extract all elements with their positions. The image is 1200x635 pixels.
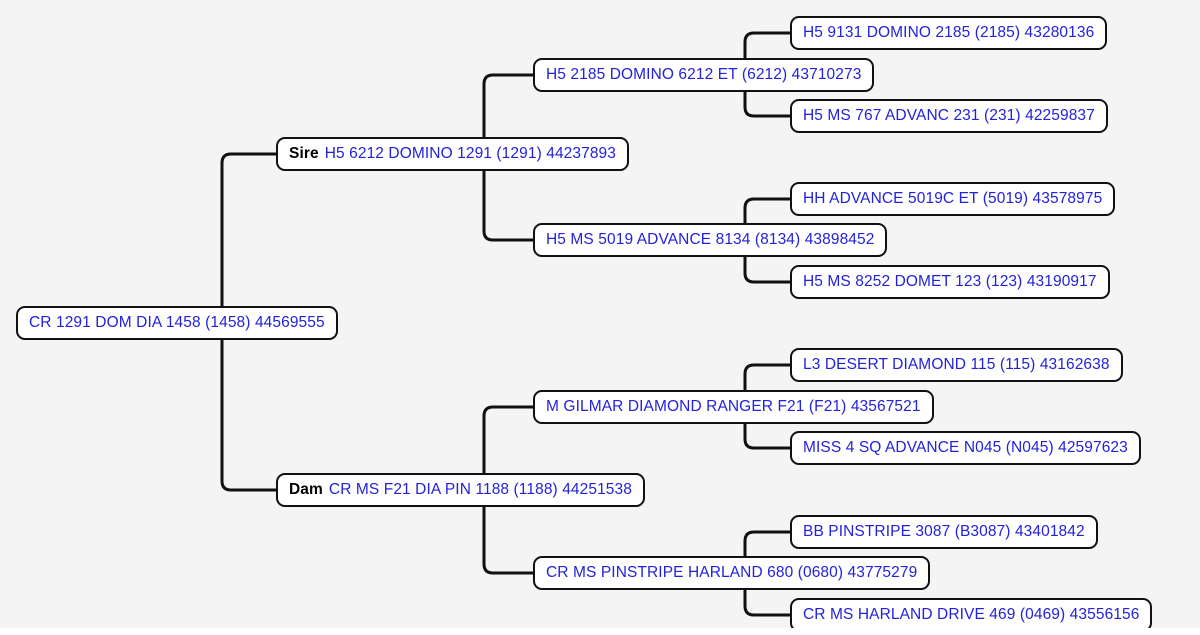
connector-sire-dam-to-bottom	[743, 240, 790, 284]
node-sire-sire-dam[interactable]: H5 MS 767 ADVANC 231 (231) 42259837	[790, 99, 1108, 133]
node-sire-role: Sire	[289, 145, 319, 163]
node-root-label: CR 1291 DOM DIA 1458 (1458) 44569555	[29, 314, 325, 332]
node-sire-dam-sire[interactable]: HH ADVANCE 5019C ET (5019) 43578975	[790, 182, 1116, 216]
node-dam-dam-dam-label: CR MS HARLAND DRIVE 469 (0469) 43556156	[803, 606, 1140, 624]
node-dam-dam-sire[interactable]: BB PINSTRIPE 3087 (B3087) 43401842	[790, 515, 1098, 549]
node-dam-label: CR MS F21 DIA PIN 1188 (1188) 44251538	[328, 481, 632, 499]
node-sire-sire[interactable]: H5 2185 DOMINO 6212 ET (6212) 43710273	[533, 58, 875, 92]
connector-dam-sire-to-bottom	[743, 407, 790, 450]
node-dam-dam-dam[interactable]: CR MS HARLAND DRIVE 469 (0469) 43556156	[790, 598, 1153, 632]
connector-dam-to-bottom	[482, 490, 533, 575]
node-sire-label: H5 6212 DOMINO 1291 (1291) 44237893	[324, 145, 616, 163]
connector-sire-to-top	[482, 73, 533, 154]
node-dam-sire-dam-label: MISS 4 SQ ADVANCE N045 (N045) 42597623	[803, 439, 1128, 457]
connector-sire-dam-to-top	[743, 197, 790, 240]
node-sire-sire-sire[interactable]: H5 9131 DOMINO 2185 (2185) 43280136	[790, 16, 1108, 50]
node-sire-dam-dam-label: H5 MS 8252 DOMET 123 (123) 43190917	[803, 273, 1097, 291]
node-root[interactable]: CR 1291 DOM DIA 1458 (1458) 44569555	[16, 306, 338, 340]
connector-dam-sire-to-top	[743, 363, 790, 407]
node-dam-sire-dam[interactable]: MISS 4 SQ ADVANCE N045 (N045) 42597623	[790, 431, 1141, 465]
connector-sire-to-bottom	[482, 154, 533, 242]
node-dam[interactable]: Dam CR MS F21 DIA PIN 1188 (1188) 442515…	[276, 473, 645, 507]
node-dam-sire-sire-label: L3 DESERT DIAMOND 115 (115) 43162638	[803, 356, 1110, 374]
node-sire-dam-label: H5 MS 5019 ADVANCE 8134 (8134) 43898452	[546, 231, 875, 249]
node-sire-sire-sire-label: H5 9131 DOMINO 2185 (2185) 43280136	[803, 24, 1095, 42]
connector-root-to-top	[220, 152, 276, 323]
node-dam-sire[interactable]: M GILMAR DIAMOND RANGER F21 (F21) 435675…	[533, 390, 934, 424]
connector-root-to-bottom	[220, 323, 276, 492]
node-dam-sire-sire[interactable]: L3 DESERT DIAMOND 115 (115) 43162638	[790, 348, 1123, 382]
node-dam-role: Dam	[289, 481, 323, 499]
node-dam-dam[interactable]: CR MS PINSTRIPE HARLAND 680 (0680) 43775…	[533, 556, 931, 590]
connector-dam-dam-to-bottom	[743, 573, 790, 617]
node-sire-dam[interactable]: H5 MS 5019 ADVANCE 8134 (8134) 43898452	[533, 223, 888, 257]
connector-dam-to-top	[482, 405, 533, 490]
connector-sire-sire-to-top	[743, 31, 790, 75]
node-dam-dam-sire-label: BB PINSTRIPE 3087 (B3087) 43401842	[803, 523, 1085, 541]
connector-sire-sire-to-bottom	[743, 75, 790, 118]
node-sire-dam-sire-label: HH ADVANCE 5019C ET (5019) 43578975	[803, 190, 1103, 208]
bottom-white-strip	[0, 628, 1200, 635]
connector-dam-dam-to-top	[743, 530, 790, 573]
node-sire[interactable]: Sire H5 6212 DOMINO 1291 (1291) 44237893	[276, 137, 629, 171]
node-sire-dam-dam[interactable]: H5 MS 8252 DOMET 123 (123) 43190917	[790, 265, 1110, 299]
node-dam-sire-label: M GILMAR DIAMOND RANGER F21 (F21) 435675…	[546, 398, 921, 416]
node-sire-sire-label: H5 2185 DOMINO 6212 ET (6212) 43710273	[546, 66, 862, 84]
node-sire-sire-dam-label: H5 MS 767 ADVANC 231 (231) 42259837	[803, 107, 1095, 125]
node-dam-dam-label: CR MS PINSTRIPE HARLAND 680 (0680) 43775…	[546, 564, 918, 582]
